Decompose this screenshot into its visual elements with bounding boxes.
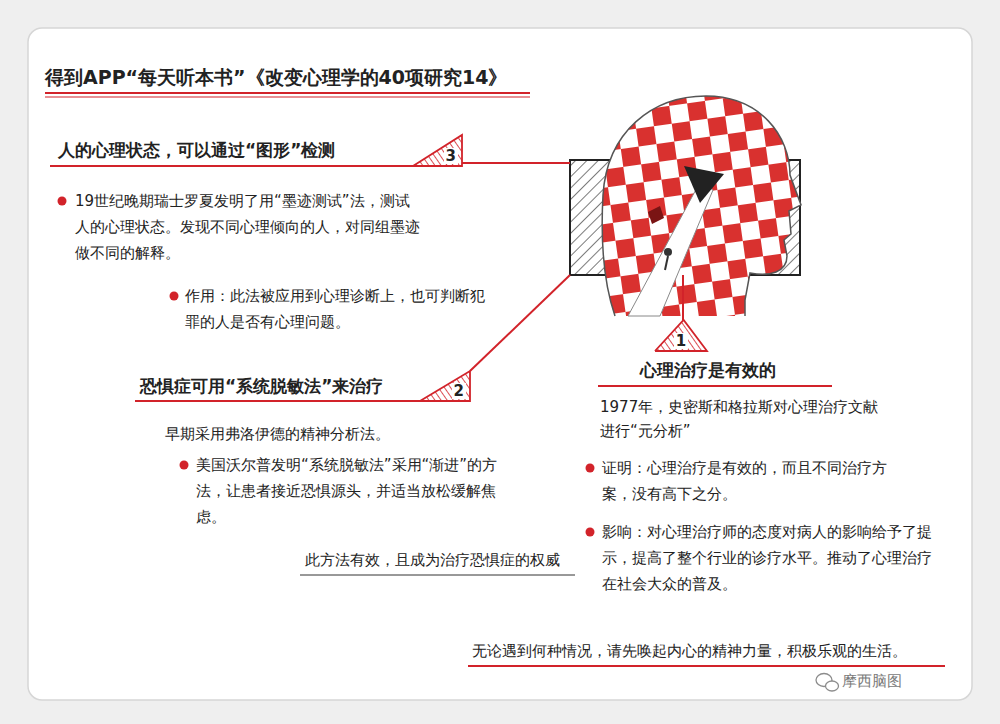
- branch-heading: 人的心理状态，可以通过“图形”检测: [58, 138, 335, 162]
- body-text: 美国沃尔普发明“系统脱敏法”采用“渐进”的方法，让患者接近恐惧源头，并适当放松缓…: [196, 452, 516, 530]
- triangle-marker: 3: [413, 135, 462, 166]
- title-underline: [45, 96, 530, 97]
- title-underline: [45, 92, 530, 94]
- wechat-icon: [826, 681, 839, 691]
- body-text: 早期采用弗洛伊德的精神分析法。: [165, 422, 390, 446]
- branch-heading: 心理治疗是有效的: [640, 358, 776, 382]
- body-text: 此方法有效，且成为治疗恐惧症的权威: [305, 548, 560, 572]
- callout-number: 1: [674, 333, 688, 350]
- checker-fill: [595, 90, 810, 320]
- watermark: 摩西脑图: [842, 671, 902, 691]
- bullet-dot: [58, 197, 67, 206]
- triangle-marker: 1: [655, 320, 707, 351]
- closing-underline: [468, 665, 945, 667]
- branch-heading: 恐惧症可用“系统脱敏法”来治疗: [140, 374, 383, 398]
- dark-wedge: [684, 166, 724, 203]
- bullet-dot: [180, 461, 189, 470]
- body-text: 1977年，史密斯和格拉斯对心理治疗文献进行“元分析”: [600, 395, 890, 443]
- wechat-icon: [816, 674, 839, 692]
- triangle-outline: [420, 371, 470, 401]
- small-figure: [664, 248, 672, 256]
- body-text: 19世纪晚期瑞士罗夏发明了用“墨迹测试”法，测试人的心理状态。发现不同心理倾向的…: [75, 188, 420, 266]
- small-figure: [665, 256, 668, 270]
- branch-line: [462, 162, 570, 164]
- branch-line: [470, 275, 570, 371]
- heading-underline: [598, 385, 832, 387]
- closing-note: 无论遇到何种情况，请先唤起内心的精神力量，积极乐观的生活。: [472, 640, 907, 662]
- head-illustration: [595, 90, 810, 320]
- paper-card: [28, 28, 972, 700]
- dark-mark: [648, 206, 664, 224]
- branch-line: [682, 275, 684, 320]
- heading-underline: [50, 165, 462, 167]
- callout-number: 2: [452, 383, 466, 400]
- body-text: 作用：此法被应用到心理诊断上，也可判断犯罪的人是否有心理问题。: [185, 283, 485, 335]
- bullet-dot: [586, 464, 595, 473]
- callout-number: 3: [444, 148, 458, 165]
- triangle-outline: [655, 320, 707, 351]
- bullet-dot: [170, 292, 179, 301]
- diagram-title: 得到APP“每天听本书”《改变心理学的40项研究14》: [45, 64, 507, 90]
- head-outline: [602, 96, 801, 316]
- triangle-outline: [413, 135, 462, 166]
- body-text: 影响：对心理治疗师的态度对病人的影响给予了提示，提高了整个行业的诊疗水平。推动了…: [602, 519, 932, 597]
- body-text: 证明：心理治疗是有效的，而且不同治疗方案，没有高下之分。: [602, 455, 902, 507]
- triangle-marker: 2: [420, 371, 470, 401]
- text-underline: [300, 575, 575, 576]
- bullet-dot: [586, 528, 595, 537]
